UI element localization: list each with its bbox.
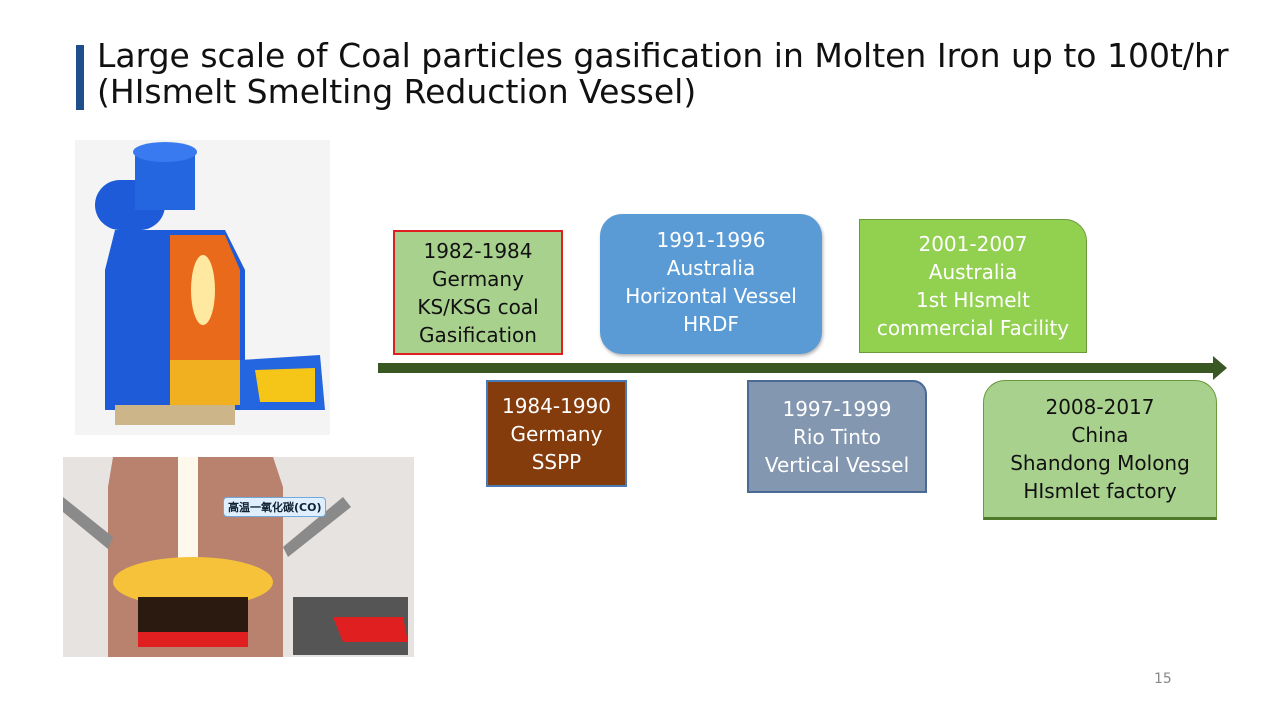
page-number: 15 [1154,671,1172,687]
event-line: KS/KSG coal [417,294,539,319]
event-period: 1991-1996 [656,228,766,252]
timeline-arrow [378,363,1214,373]
event-period: 1997-1999 [782,396,892,421]
event-line: Rio Tinto [793,424,881,449]
title-accent-bar [76,45,84,110]
co-label: 高温一氧化碳(CO) [223,497,327,517]
event-line: 1st HIsmelt [916,288,1030,312]
event-period: 2008-2017 [1045,395,1155,419]
event-line: HIsmlet factory [1023,479,1177,503]
event-line: Vertical Vessel [764,452,910,477]
hismelt-vessel-image [75,140,330,435]
gasification-vessel-image: 高温一氧化碳(CO) [63,457,414,657]
slide-title: Large scale of Coal particles gasificati… [97,38,1229,110]
event-line: Gasification [419,322,537,347]
event-line: China [1071,423,1129,447]
event-line: Shandong Molong [1010,451,1190,475]
event-line: Horizontal Vessel [625,284,797,308]
title-line-2: (HIsmelt Smelting Reduction Vessel) [97,72,697,111]
event-period: 1984-1990 [501,393,611,418]
event-period: 2001-2007 [918,232,1028,256]
event-line: SSPP [531,449,582,474]
timeline-arrowhead [1213,356,1227,380]
event-line: HRDF [683,312,739,336]
event-line: Germany [432,266,524,291]
event-line: Germany [510,421,603,446]
title-line-1: Large scale of Coal particles gasificati… [97,36,1229,75]
event-line: commercial Facility [876,316,1070,340]
event-period: 1982-1984 [423,238,533,263]
event-line: Australia [928,260,1018,284]
event-line: Australia [666,256,756,280]
